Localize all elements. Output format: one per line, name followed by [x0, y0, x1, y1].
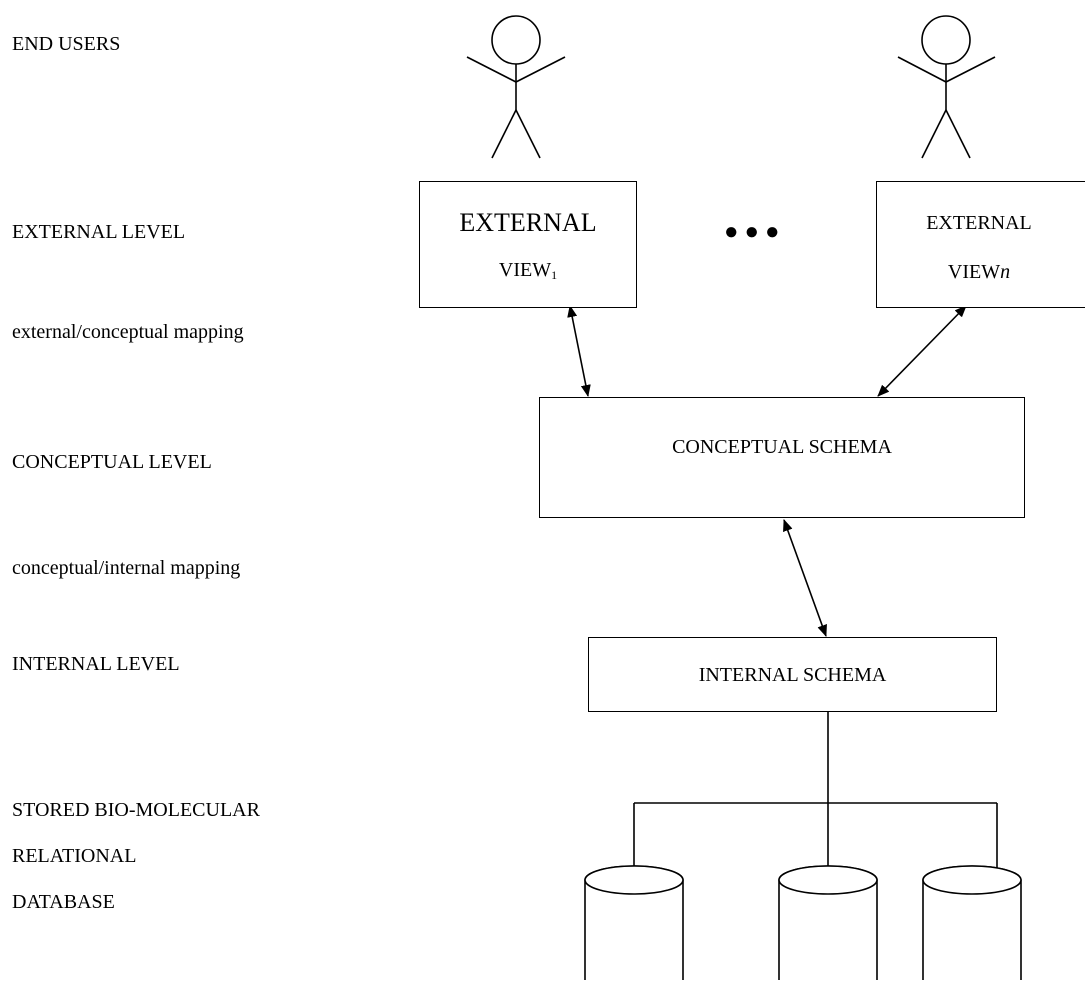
- conceptual-internal-arrow: [783, 519, 827, 637]
- external-view-1-box: EXTERNAL VIEW1: [419, 181, 637, 308]
- conceptual-schema-label: CONCEPTUAL SCHEMA: [672, 436, 892, 458]
- end-user-1-icon: [466, 15, 566, 159]
- stored-db-label-line1: STORED BIO-MOLECULAR: [12, 799, 260, 821]
- external-view-n-label-text: VIEW: [947, 261, 1001, 283]
- ellipsis-dots: ●●●: [724, 219, 786, 245]
- conceptual-internal-mapping-label: conceptual/internal mapping: [12, 557, 241, 579]
- external-view-n-box: EXTERNAL VIEWn: [876, 181, 1085, 308]
- external-view-1-subscript: 1: [551, 268, 558, 282]
- external-view-n-label: VIEWn: [877, 262, 1081, 282]
- external-view-n-suffix: n: [1000, 261, 1011, 283]
- end-user-n-icon: [897, 15, 996, 159]
- internal-schema-box: INTERNAL SCHEMA: [588, 637, 997, 712]
- stored-db-label-line2: RELATIONAL: [12, 845, 137, 867]
- conceptual-schema-box: CONCEPTUAL SCHEMA: [539, 397, 1025, 518]
- end-users-label: END USERS: [12, 33, 121, 55]
- external-view-1-label-text: VIEW: [498, 259, 552, 281]
- database-2-icon: [778, 865, 878, 980]
- external-view-1-title: EXTERNAL: [459, 208, 597, 237]
- stored-db-label-line3: DATABASE: [12, 891, 115, 913]
- database-3-icon: [922, 865, 1022, 980]
- internal-schema-label: INTERNAL SCHEMA: [698, 664, 887, 686]
- external-level-label: EXTERNAL LEVEL: [12, 221, 186, 243]
- database-1-icon: [584, 865, 684, 980]
- conceptual-level-label: CONCEPTUAL LEVEL: [12, 451, 212, 473]
- external-view-1-label: VIEW1: [420, 260, 636, 281]
- internal-level-label: INTERNAL LEVEL: [12, 653, 180, 675]
- external-view-n-title: EXTERNAL: [926, 212, 1032, 234]
- view1-conceptual-arrow: [567, 305, 591, 397]
- viewn-conceptual-arrow: [877, 305, 967, 397]
- external-conceptual-mapping-label: external/conceptual mapping: [12, 321, 244, 343]
